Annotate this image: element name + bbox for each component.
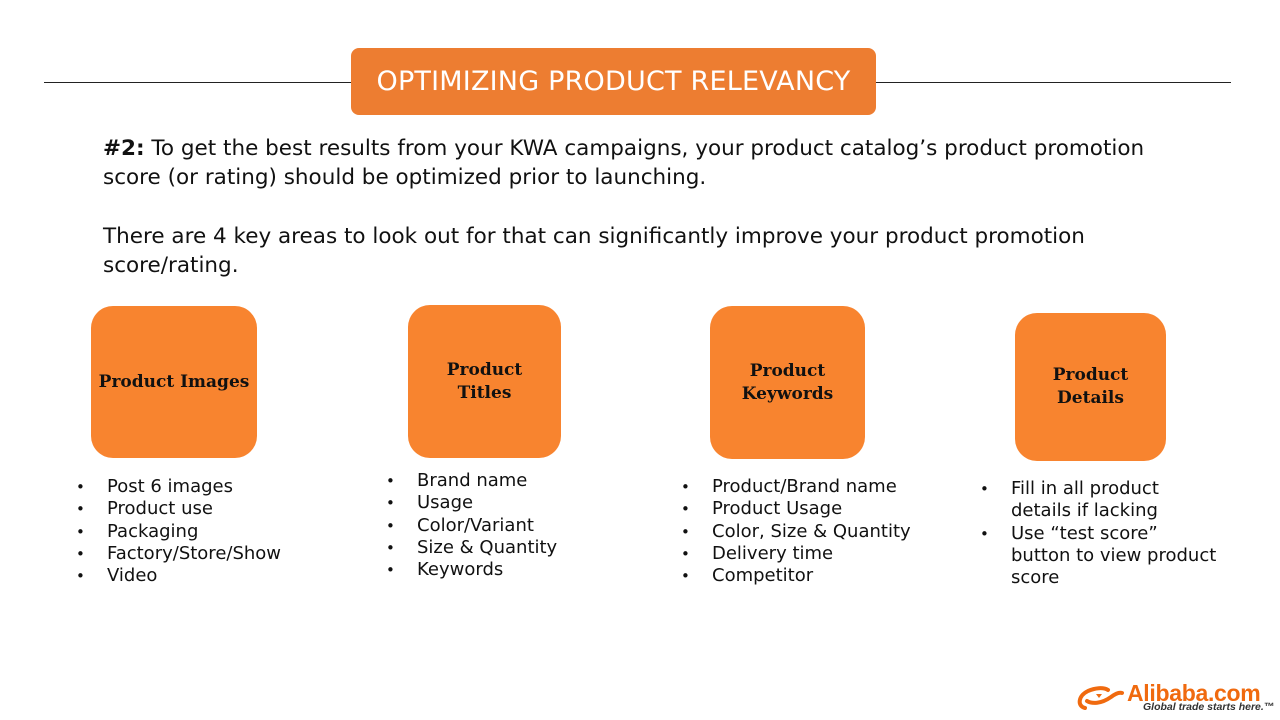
title-rule-left [44,82,352,83]
list-item: Use “test score” button to view product … [980,523,1218,590]
list-item: Packaging [76,521,346,544]
product-keywords-list: Product/Brand name Product Usage Color, … [681,476,951,588]
list-item: Keywords [386,559,646,582]
product-details-box: Product Details [1015,313,1166,461]
list-item: Color, Size & Quantity [681,521,951,544]
alibaba-logo-name: Alibaba.com [1127,680,1261,706]
intro-paragraph: #2: To get the best results from your KW… [103,134,1163,192]
slide-title-text: OPTIMIZING PRODUCT RELEVANCY [376,66,851,97]
list-item: Factory/Store/Show [76,543,346,566]
list-item: Brand name [386,470,646,493]
product-images-list: Post 6 images Product use Packaging Fact… [76,476,346,588]
alibaba-smile-icon [1077,686,1124,710]
alibaba-logo: Alibaba.com Global trade starts here.™ [1075,680,1275,716]
product-details-list: Fill in all product details if lacking U… [980,478,1218,589]
list-item: Delivery time [681,543,951,566]
list-item: Competitor [681,565,951,588]
intro-prefix: #2: [103,136,145,161]
alibaba-logo-tagline: Global trade starts here.™ [1143,701,1275,713]
list-item: Product/Brand name [681,476,951,499]
list-item: Size & Quantity [386,537,646,560]
list-item: Product use [76,498,346,521]
slide-title: OPTIMIZING PRODUCT RELEVANCY [351,48,876,115]
intro-second-paragraph: There are 4 key areas to look out for th… [103,224,1085,278]
list-item: Video [76,565,346,588]
product-images-box: Product Images [91,306,257,458]
product-titles-box: Product Titles [408,305,561,458]
list-item: Color/Variant [386,515,646,538]
list-item: Usage [386,492,646,515]
list-item: Product Usage [681,498,951,521]
list-item: Fill in all product details if lacking [980,478,1218,523]
intro-text: To get the best results from your KWA ca… [103,136,1145,190]
list-item: Post 6 images [76,476,346,499]
title-rule-right [875,82,1231,83]
product-keywords-box: Product Keywords [710,306,865,459]
product-titles-list: Brand name Usage Color/Variant Size & Qu… [386,470,646,582]
